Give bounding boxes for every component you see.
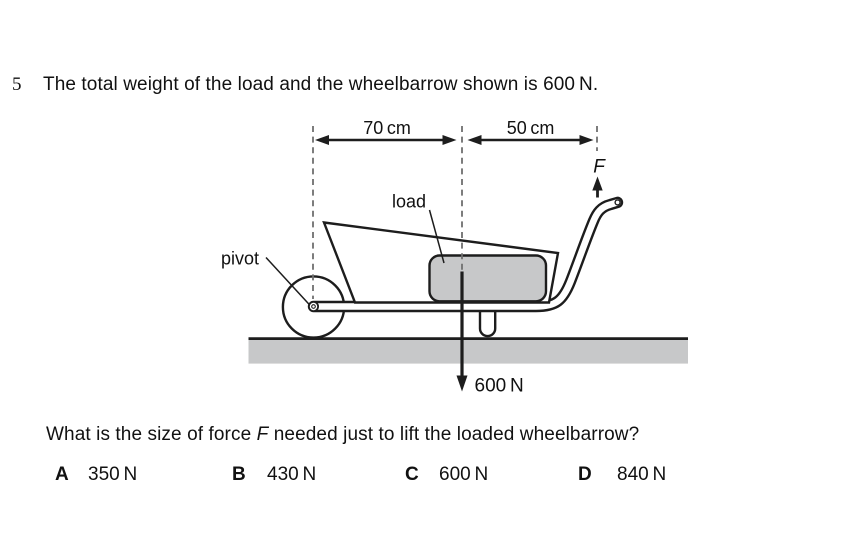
load-box (428, 254, 548, 303)
pivot-pointer-line (265, 256, 310, 305)
dim-arrowhead-right-70-icon (442, 135, 457, 145)
weight-label: 600 N (475, 376, 524, 397)
load-label: load (392, 192, 426, 212)
option-letter-d: D (578, 464, 592, 485)
pivot-label: pivot (221, 249, 259, 269)
dim-label-50cm: 50 cm (507, 118, 555, 138)
dim-arrowhead-left-50-icon (467, 135, 482, 145)
axle-pivot-center-icon (311, 304, 316, 309)
ground-surface (248, 339, 688, 364)
question-stem: The total weight of the load and the whe… (43, 74, 599, 95)
dim-label-70cm: 70 cm (363, 118, 411, 138)
prompt-text-after: needed just to lift the loaded wheelbarr… (268, 424, 640, 445)
option-letter-a: A (55, 464, 69, 485)
frame-handle-tube-fill (310, 199, 621, 310)
prompt-text-before: What is the size of force (46, 424, 257, 445)
option-value-b: 430 N (267, 464, 317, 485)
support-leg (478, 311, 497, 338)
axle-pivot-icon (307, 300, 319, 312)
option-value-a: 350 N (88, 464, 138, 485)
dim-arrowhead-left-70-icon (315, 135, 329, 145)
handle-grip-end-cap (614, 199, 621, 206)
prompt-force-symbol: F (256, 424, 269, 445)
option-letter-c: C (405, 464, 419, 485)
option-letter-b: B (232, 464, 246, 485)
option-value-d: 840 N (617, 464, 667, 485)
force-label: F (593, 157, 606, 178)
dim-arrowhead-right-50-icon (579, 135, 594, 145)
question-prompt: What is the size of force F needed just … (46, 424, 639, 446)
weight-arrowhead-icon (456, 375, 468, 392)
load-pointer-line (428, 209, 445, 264)
question-number: 5 (12, 74, 22, 95)
option-value-c: 600 N (439, 464, 489, 485)
force-arrowhead-icon (592, 176, 603, 191)
